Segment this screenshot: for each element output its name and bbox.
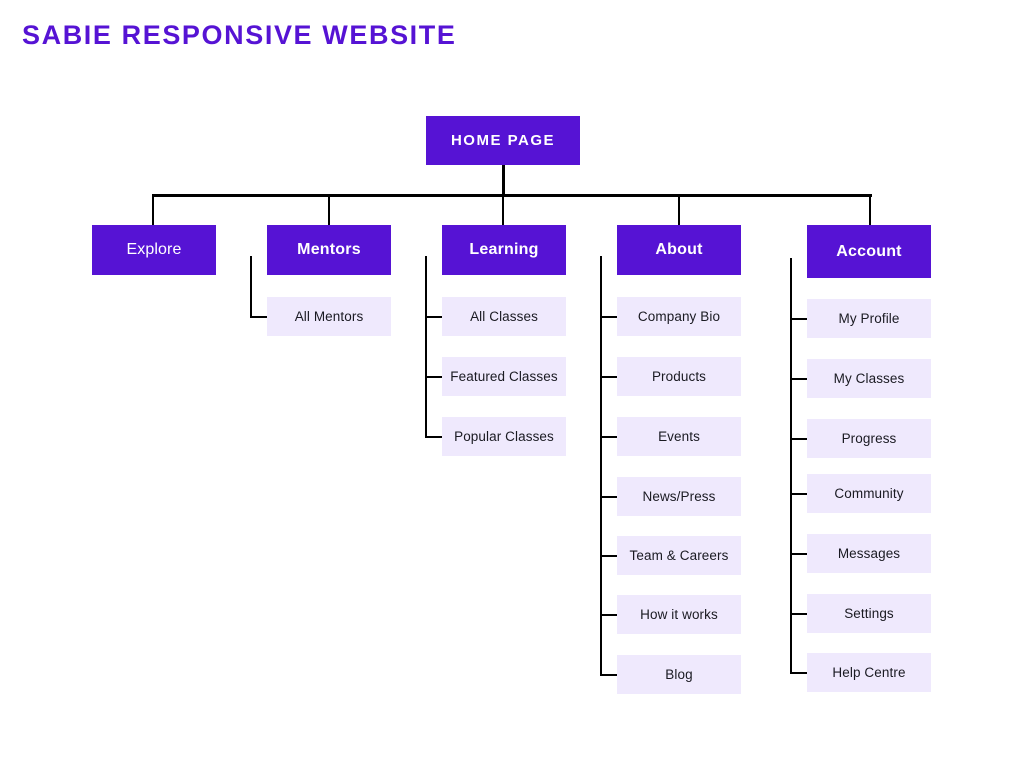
connector-root-drop [502,165,505,196]
node-news-press[interactable]: News/Press [617,477,741,516]
connector-drop-account [869,194,871,225]
connector-about-stub-4 [600,555,618,557]
node-messages[interactable]: Messages [807,534,931,573]
connector-account-stub-0 [790,318,808,320]
node-my-profile[interactable]: My Profile [807,299,931,338]
connector-about-stub-5 [600,614,618,616]
connector-account-stub-2 [790,438,808,440]
node-popular-classes[interactable]: Popular Classes [442,417,566,456]
connector-account-spine [790,258,792,674]
node-blog[interactable]: Blog [617,655,741,694]
connector-account-stub-1 [790,378,808,380]
connector-learning-spine [425,256,427,438]
node-featured-classes[interactable]: Featured Classes [442,357,566,396]
connector-learning-stub-1 [425,376,443,378]
connector-account-stub-4 [790,553,808,555]
node-all-mentors[interactable]: All Mentors [267,297,391,336]
connector-account-stub-5 [790,613,808,615]
connector-drop-learning [502,194,504,225]
connector-drop-about [678,194,680,225]
node-all-classes[interactable]: All Classes [442,297,566,336]
connector-drop-mentors [328,194,330,225]
node-settings[interactable]: Settings [807,594,931,633]
node-how-it-works[interactable]: How it works [617,595,741,634]
node-about[interactable]: About [617,225,741,275]
connector-account-stub-3 [790,493,808,495]
connector-about-stub-2 [600,436,618,438]
node-products[interactable]: Products [617,357,741,396]
node-account[interactable]: Account [807,225,931,278]
connector-bus [152,194,872,197]
connector-mentors-spine [250,256,252,318]
connector-learning-stub-0 [425,316,443,318]
connector-about-stub-3 [600,496,618,498]
connector-mentors-stub-0 [250,316,268,318]
connector-drop-explore [152,194,154,225]
node-learning[interactable]: Learning [442,225,566,275]
connector-about-stub-6 [600,674,618,676]
connector-account-stub-6 [790,672,808,674]
connector-learning-stub-2 [425,436,443,438]
node-progress[interactable]: Progress [807,419,931,458]
node-explore[interactable]: Explore [92,225,216,275]
node-home-page[interactable]: HOME PAGE [426,116,580,165]
node-my-classes[interactable]: My Classes [807,359,931,398]
page-title: SABIE RESPONSIVE WEBSITE [22,20,457,50]
node-team-careers[interactable]: Team & Careers [617,536,741,575]
node-help-centre[interactable]: Help Centre [807,653,931,692]
connector-about-stub-1 [600,376,618,378]
connector-about-spine [600,256,602,676]
node-mentors[interactable]: Mentors [267,225,391,275]
node-events[interactable]: Events [617,417,741,456]
node-community[interactable]: Community [807,474,931,513]
connector-about-stub-0 [600,316,618,318]
node-company-bio[interactable]: Company Bio [617,297,741,336]
